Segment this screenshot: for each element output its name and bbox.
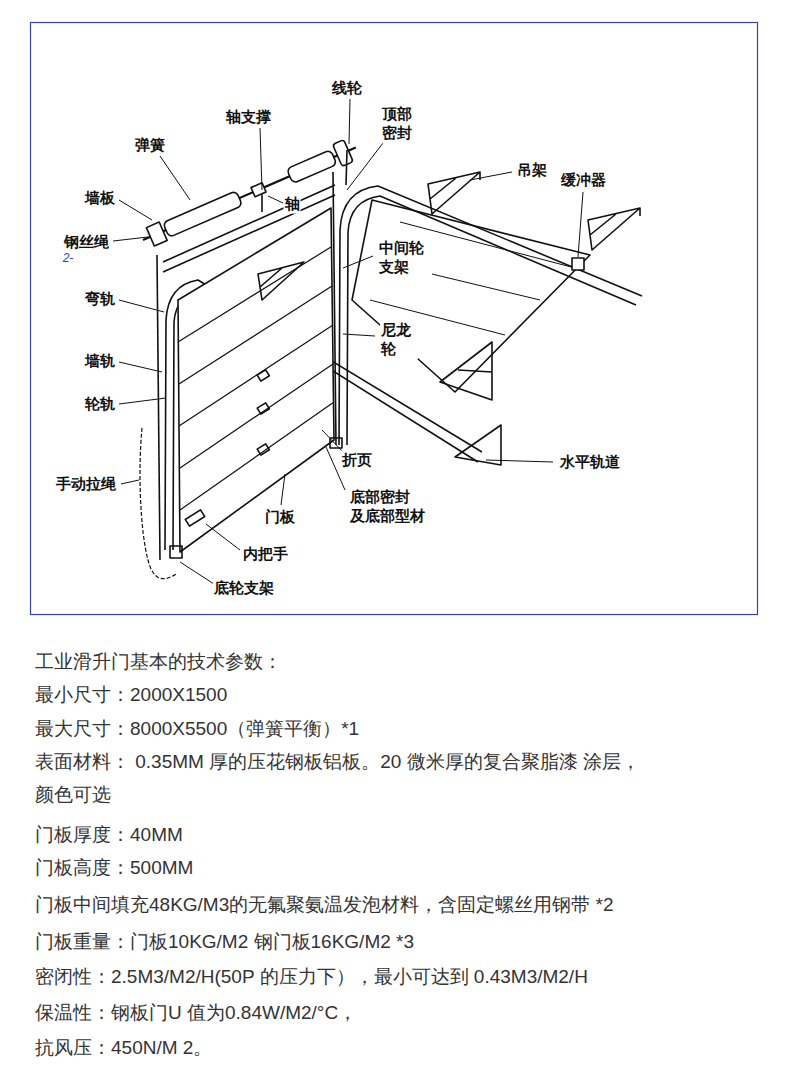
frame [31,23,758,615]
part-label: 内把手 [242,545,289,564]
part-label: 折页 [341,451,373,470]
spec-line: 保温性：钢板门U 值为0.84W/M2/°C， [35,996,357,1029]
part-label: 轴支撑 [225,108,272,127]
spec-line: 密闭性：2.5M3/M2/H(50P 的压力下），最小可达到 0.43M3/M2… [35,960,588,993]
part-label: 钢丝绳 [63,233,110,252]
part-label: 轮轨 [84,395,116,414]
spec-line: 门板厚度：40MM [35,818,183,851]
spec-line: 工业滑升门基本的技术参数： [35,645,282,678]
door-drawing [138,136,642,578]
callout-number: 2- [62,251,75,266]
part-label: 吊架 [516,161,548,180]
part-label: 弯轨 [84,290,116,309]
part-label: 底轮支架 [213,579,275,598]
part-label: 墙轨 [84,352,116,371]
spec-line: 最小尺寸：2000X1500 [35,678,227,711]
part-label: 墙板 [84,189,116,208]
part-label: 中间轮 支架 [378,239,432,277]
part-label: 底部密封 及底部型材 [349,488,435,526]
part-label: 门板 [264,508,296,527]
part-label: 顶部 密封 [381,105,419,143]
part-label: 手动拉绳 [55,475,117,494]
spec-line: 最大尺寸：8000X5500（弹簧平衡）*1 [35,712,359,745]
spec-line: 门板高度：500MM [35,851,193,884]
part-label: 尼龙 轮 [380,321,418,359]
part-label: 水平轨道 [559,453,621,472]
spec-line: 门板重量：门板10KG/M2 钢门板16KG/M2 *3 [35,925,414,958]
spec-line: 门板中间填充48KG/M3的无氟聚氨温发泡材料，含固定螺丝用钢带 *2 [35,888,614,921]
part-label: 弹簧 [134,136,166,155]
part-label: 线轮 [331,79,363,98]
spec-line: 抗风压：450N/M 2。 [35,1031,212,1064]
part-label: 轴 [284,195,301,214]
part-label: 缓冲器 [560,171,607,190]
leader-lines [113,99,583,584]
spec-line: 表面材料： 0.35MM 厚的压花钢板铝板。20 微米厚的复合聚脂漆 涂层，颜色… [35,745,655,811]
